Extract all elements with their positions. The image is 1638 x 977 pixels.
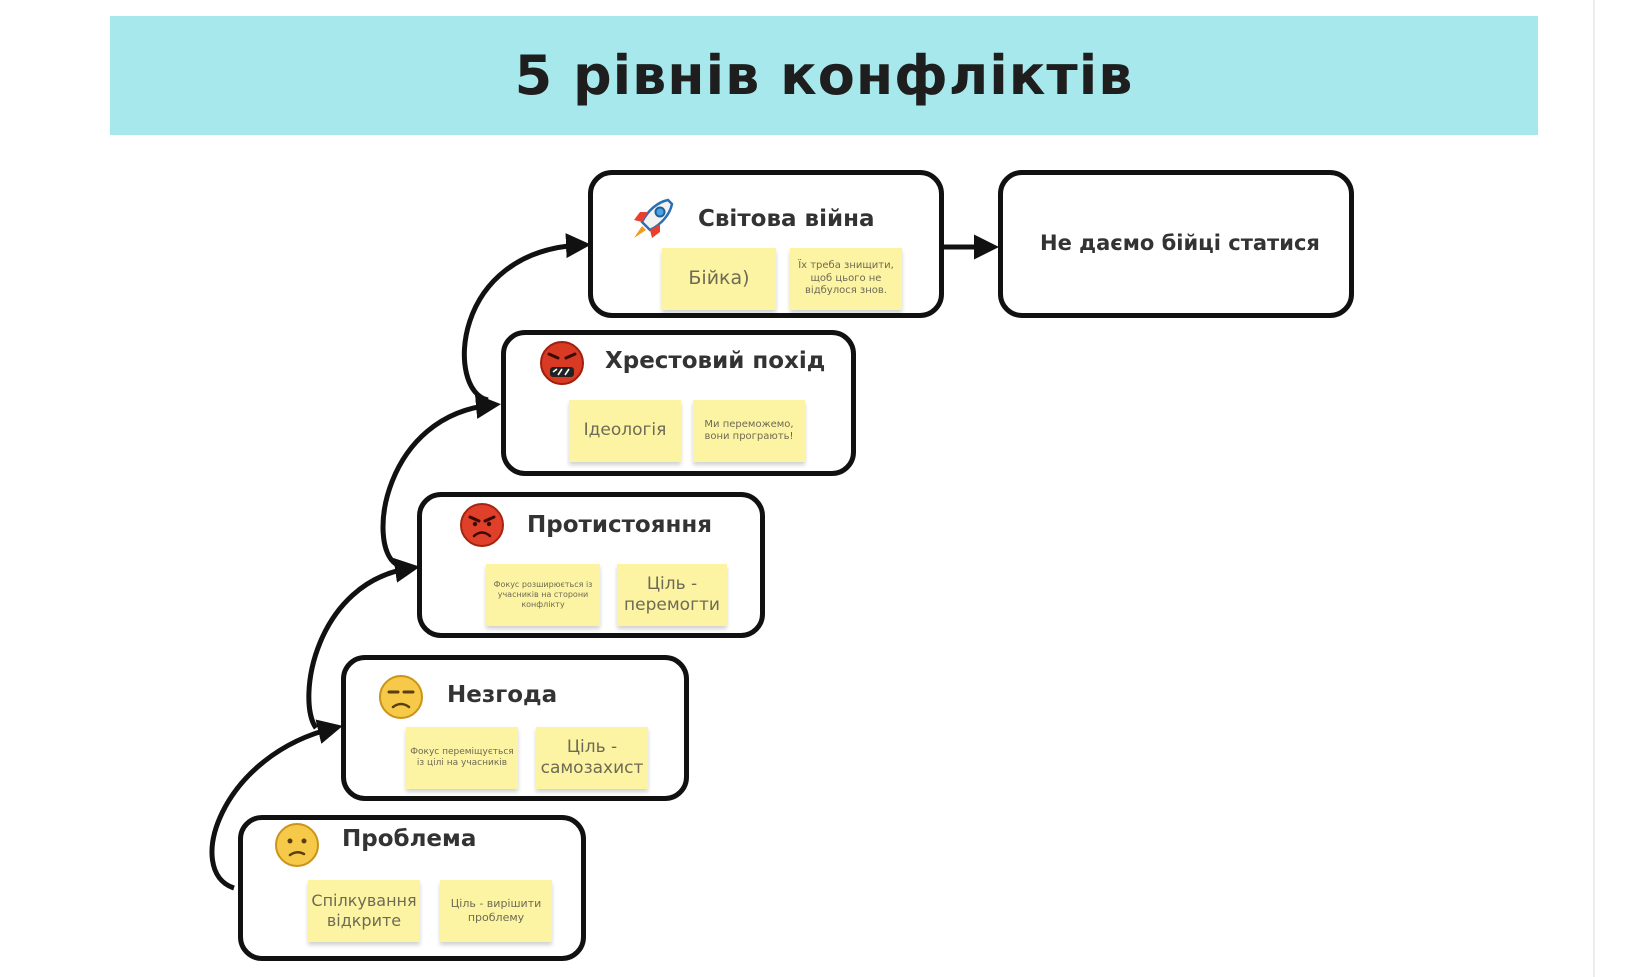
arrow-confrontation-to-crusade [380, 394, 501, 567]
outcome-label: Не даємо бійці статися [1040, 231, 1320, 255]
unamused-face-icon [379, 675, 423, 719]
level-label-confrontation: Протистояння [527, 512, 713, 538]
confused-face-icon [275, 823, 319, 867]
sticky-note-confrontation-1: Фокус розширюється із учасників на сторо… [486, 564, 600, 626]
level-label-world-war: Світова війна [698, 206, 875, 232]
sticky-note-world-war-2: Їх треба знищити, щоб цього не відбулося… [790, 248, 902, 310]
rocket-icon [634, 198, 674, 238]
sticky-note-crusade-2: Ми переможемо, вони програють! [693, 400, 805, 462]
outcome-box [998, 170, 1354, 318]
sticky-note-crusade-1: Ідеологія [569, 400, 681, 462]
sticky-note-disagreement-1: Фокус переміщується із цілі на учасників [406, 727, 518, 789]
arrow-problem-to-disagreement [209, 719, 343, 891]
title-banner: 5 рівнів конфліктів [110, 16, 1538, 135]
sticky-note-problem-2: Ціль - вирішити проблему [440, 880, 552, 942]
sticky-note-confrontation-2: Ціль - перемогти [617, 564, 727, 626]
angry-red-face-icon [460, 503, 504, 547]
level-label-problem: Проблема [342, 826, 477, 852]
diagram-title: 5 рівнів конфліктів [514, 44, 1134, 107]
level-label-crusade: Хрестовий похід [605, 348, 826, 374]
sticky-note-disagreement-2: Ціль - самозахист [536, 727, 648, 789]
sticky-note-world-war-1: Бійка) [662, 248, 776, 310]
arrow-disagreement-to-confrontation [306, 557, 420, 730]
sticky-note-problem-1: Спілкування відкрите [308, 880, 420, 942]
level-label-disagreement: Незгода [447, 682, 558, 708]
cursing-face-icon [540, 341, 584, 385]
page-edge-divider [1593, 0, 1595, 977]
arrow-crusade-to-world-war [461, 233, 591, 403]
